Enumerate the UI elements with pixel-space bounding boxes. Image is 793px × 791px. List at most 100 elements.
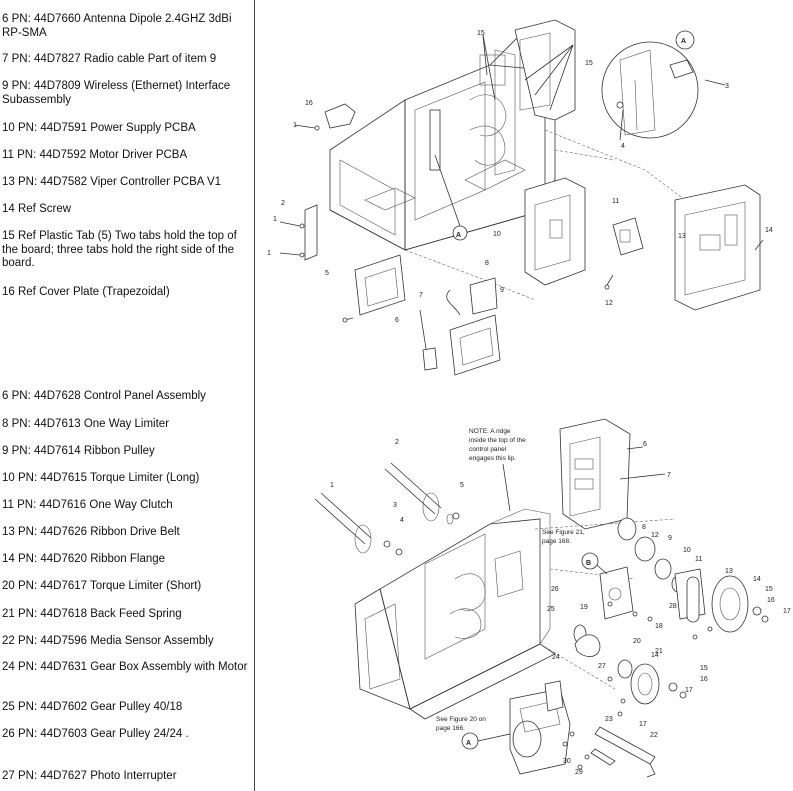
callout-3: 3 [393, 502, 397, 509]
callout-7: 7 [667, 472, 671, 479]
callout-17: 17 [685, 687, 693, 694]
callout-21: 21 [655, 648, 663, 655]
callout-1: 1 [293, 122, 297, 129]
bottom-parts-list: 6 PN: 44D7628 Control Panel Assembly 8 P… [2, 0, 252, 791]
controller-pcba [674, 184, 761, 311]
rear-cover [514, 19, 576, 121]
interface-bracket [354, 254, 406, 316]
top-parts-list: 6 PN: 44D7660 Antenna Dipole 2.4GHZ 3dBi… [2, 0, 252, 387]
callout-20: 20 [633, 638, 641, 645]
part-item: 24 PN: 44D7631 Gear Box Assembly with Mo… [2, 661, 248, 673]
wireless-card [469, 277, 498, 315]
callout-9: 9 [668, 535, 672, 542]
callout-18: 18 [655, 623, 663, 630]
leader-line [434, 154, 461, 227]
callout-28: 28 [669, 603, 677, 610]
note-text: NOTE: A ridge [469, 428, 511, 435]
column-divider [254, 0, 255, 791]
callout-17: 17 [783, 608, 791, 615]
callout-14: 14 [753, 576, 761, 583]
callout-25: 25 [547, 606, 555, 613]
callout-11: 11 [612, 198, 619, 205]
part-item: 9 PN: 44D7809 Wireless (Ethernet) Interf… [2, 80, 231, 106]
callout-1: 1 [267, 250, 271, 257]
callout-6: 6 [395, 317, 399, 324]
callout-11: 11 [695, 556, 702, 563]
control-panel-assembly [559, 418, 631, 530]
callout-a-top-main-label: A [456, 232, 461, 239]
part-item: 11 PN: 44D7616 One Way Clutch [2, 499, 173, 511]
part-item: 9 PN: 44D7614 Ribbon Pulley [2, 445, 155, 457]
radio-cable [446, 289, 461, 316]
callout-15: 15 [700, 665, 708, 672]
part-item: 16 Ref Cover Plate (Trapezoidal) [2, 286, 170, 298]
part-item: 7 PN: 44D7827 Radio cable Part of item 9 [2, 53, 217, 65]
leader-line [619, 109, 624, 141]
note-text: engages this lip. [469, 455, 516, 462]
leader-line [482, 34, 488, 76]
chassis-frame [354, 508, 556, 720]
leader-line [502, 463, 511, 512]
callout-4: 4 [400, 517, 404, 524]
ribbon-mechanism [469, 54, 507, 166]
lower-gear-set [573, 624, 687, 705]
leader-line [534, 44, 574, 96]
callout-b: B [586, 560, 591, 567]
part-item: 27 PN: 44D7627 Photo Interrupter [2, 770, 177, 782]
callout-19: 19 [580, 604, 588, 611]
see-figure-21: See Figure 21, [542, 529, 585, 536]
part-item: 26 PN: 44D7603 Gear Pulley 24/24 . [2, 728, 189, 740]
callout-10: 10 [493, 231, 501, 238]
leader-line [482, 34, 496, 101]
callout-12: 12 [605, 300, 613, 307]
part-item: 20 PN: 44D7617 Torque Limiter (Short) [2, 580, 202, 592]
callout-1: 1 [273, 216, 277, 223]
callout-12: 12 [651, 532, 659, 539]
callout-4: 4 [621, 143, 625, 150]
callout-8: 8 [642, 524, 646, 531]
part-item: 14 Ref Screw [2, 203, 72, 215]
callout-6: 6 [643, 441, 647, 448]
callout-10: 10 [683, 547, 691, 554]
see-figure-20: See Figure 20 on [436, 716, 486, 723]
motor-driver-pcba [612, 217, 644, 256]
see-figure-20: page 166. [436, 725, 465, 732]
callout-13: 13 [725, 568, 733, 575]
detail-view-a [601, 30, 699, 139]
callout-a-bottom: A [466, 740, 471, 747]
part-item: 11 PN: 44D7592 Motor Driver PCBA [2, 149, 188, 161]
callout-23: 23 [605, 716, 613, 723]
media-sensor [594, 726, 656, 765]
part-item: 6 PN: 44D7628 Control Panel Assembly [2, 390, 206, 402]
part-item: 10 PN: 44D7615 Torque Limiter (Long) [2, 472, 200, 484]
callout-1: 1 [330, 482, 334, 489]
callout-9: 9 [500, 287, 504, 294]
media-sensor-end [646, 763, 656, 778]
callout-2: 2 [281, 200, 285, 207]
callout-15: 15 [585, 60, 593, 67]
see-figure-21: page 168. [542, 538, 571, 545]
callout-14: 14 [765, 227, 773, 234]
callout-13: 13 [678, 233, 686, 240]
callout-27: 27 [598, 663, 606, 670]
ribbon-spindles [314, 462, 454, 554]
callout-14: 14 [651, 652, 659, 659]
leader-line [549, 44, 574, 111]
trapezoidal-cover-plate [324, 103, 356, 129]
callout-5: 5 [460, 482, 464, 489]
callout-8: 8 [485, 260, 489, 267]
cover-plate [304, 204, 318, 261]
callout-5: 5 [325, 270, 329, 277]
callout-17: 17 [639, 721, 647, 728]
exploded-diagram-bottom: NOTE: A ridge inside the top of the cont… [314, 418, 791, 778]
leader-line [477, 733, 511, 742]
wireless-interface-board [449, 314, 501, 376]
part-item: 13 PN: 44D7626 Ribbon Drive Belt [2, 526, 180, 538]
part-item: 21 PN: 44D7618 Back Feed Spring [2, 608, 182, 620]
callout-15: 15 [477, 30, 485, 37]
part-item: 15 Ref Plastic Tab (5) Two tabs hold the… [2, 230, 237, 269]
part-item: 14 PN: 44D7620 Ribbon Flange [2, 553, 166, 565]
callout-a-top-detail: A [681, 38, 686, 45]
callout-16: 16 [700, 676, 708, 683]
part-item: 6 PN: 44D7660 Antenna Dipole 2.4GHZ 3dBi… [2, 13, 232, 39]
